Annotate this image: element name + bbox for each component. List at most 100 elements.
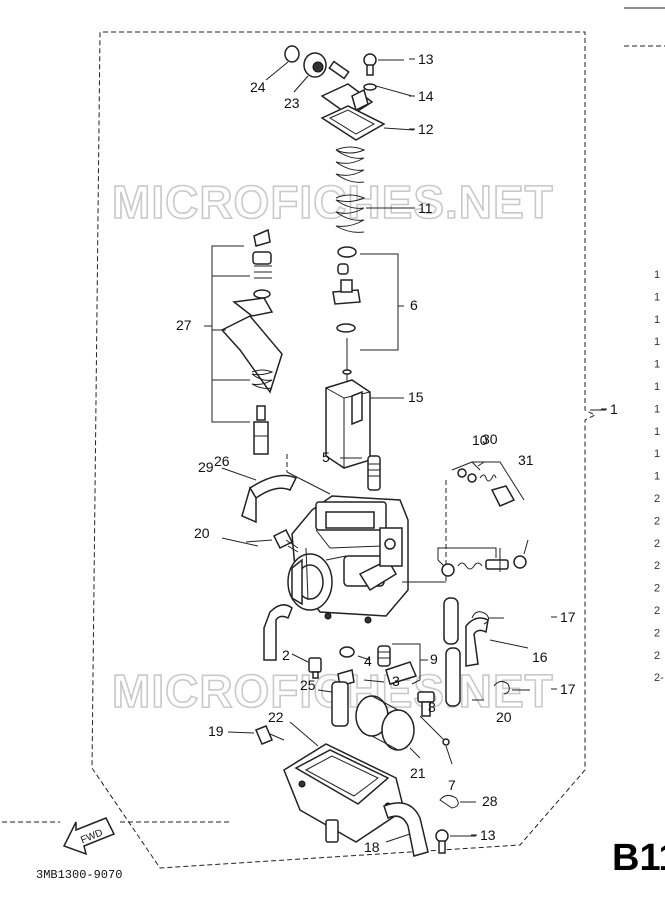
hose-20-right-lower [445,647,461,707]
pipe-25 [331,681,349,727]
screw-19 [255,725,285,745]
callout-5: 5 [322,449,330,465]
bracket-10 [451,461,525,501]
adjacent-page-item: 1 [654,291,660,303]
bracket-6 [360,253,404,351]
leader-21 [409,747,421,759]
float-chamber-22 [283,743,405,843]
leader-3 [363,679,385,683]
callout-22: 22 [268,709,284,725]
leader-4 [357,655,371,661]
fitting-5 [367,455,381,491]
callout-6: 6 [410,297,418,313]
hose-16 [465,617,489,667]
callout-20a: 20 [194,525,210,541]
leader-26 [245,539,273,543]
callout-29: 29 [198,459,214,475]
adjacent-page-item: 2 [654,627,660,639]
choke-to-body-line-2 [286,471,331,495]
adjacent-page-item: 2 [654,583,660,595]
callout-19: 19 [208,723,224,739]
adjacent-page-item: 2 [654,560,660,572]
bracket-9 [392,643,428,685]
callout-11: 11 [418,200,433,216]
cap-24 [284,45,300,63]
hose-20-left [263,604,293,661]
leader-19 [227,731,255,734]
leader-7 [445,745,453,765]
callout-1: 1 [610,401,618,417]
callout-13b: 13 [480,827,496,843]
leader-25 [317,689,333,693]
leader-12 [383,127,415,131]
leader-16 [489,639,529,649]
watermark-top: MICROFICHES.NET [112,176,554,228]
callout-16: 16 [532,649,548,665]
adjacent-page-item: 1 [654,381,660,393]
callout-14: 14 [418,88,434,104]
adjacent-page-item: 2 [654,493,660,505]
adjacent-page-item: 2 [654,515,660,527]
adjacent-page-item: 1 [654,471,660,483]
callout-31: 31 [518,452,534,468]
leader-31 [523,539,529,555]
choke-group-27 [220,228,283,455]
screw-13-bottom [435,829,449,854]
callout-24: 24 [250,79,266,95]
pilot-screw-10 [457,468,516,507]
leader-18 [385,833,411,843]
assembly-boundary [91,31,597,869]
clip-17-upper [471,611,490,625]
callout-28: 28 [482,793,498,809]
screw-26 [272,528,299,553]
leader-2 [291,653,309,663]
gasket-12 [320,105,386,141]
adjacent-page-item: 2 [654,650,660,662]
leader-22 [289,721,319,747]
adjacent-page-item: 1 [654,448,660,460]
diagram-code: 3MB1300-9070 [36,868,122,882]
leader-29 [221,467,257,481]
carburetor-body [287,495,409,624]
callout-13a: 13 [418,51,434,67]
adjacent-page-item: 1 [654,426,660,438]
adjacent-page-item: 1 [654,359,660,371]
callout-7: 7 [448,777,456,793]
callout-10: 10 [472,432,488,448]
callout-21: 21 [410,765,426,781]
jet-2 [308,657,322,679]
callout-8: 8 [428,699,436,715]
leader-20-left [221,537,259,547]
leader-14 [375,85,413,97]
spring-11 [335,146,366,233]
fwd-arrow-icon: FWD [62,817,116,856]
callout-18: 18 [364,839,380,855]
callout-26: 26 [214,453,230,469]
callout-3: 3 [392,673,400,689]
clip-plate-6 [332,246,361,333]
washer-14 [363,83,377,91]
pin-7 [419,715,450,746]
throttle-valve-15 [325,379,371,469]
callout-30: 30 [482,431,498,447]
cap-23 [303,52,327,78]
callout-2: 2 [282,647,290,663]
callout-15: 15 [408,389,424,405]
idle-screw-30 [441,555,527,577]
plug-4 [339,646,355,658]
callout-labels: 1234567891011121313141516171718192020212… [176,51,618,855]
clip-17-lower [493,680,510,695]
callout-25: 25 [300,677,316,693]
leader-23 [293,75,309,93]
bracket-27 [211,245,250,423]
callout-23: 23 [284,95,300,111]
callout-27: 27 [176,317,192,333]
adjacent-page-item: 2 [654,605,660,617]
screw-13-top [363,53,377,76]
float-21 [355,695,415,751]
hose-20-right-upper [443,597,459,645]
jet-holder-8 [417,691,435,717]
adjacent-page-item: 1 [654,403,660,415]
clip-28 [439,794,459,809]
